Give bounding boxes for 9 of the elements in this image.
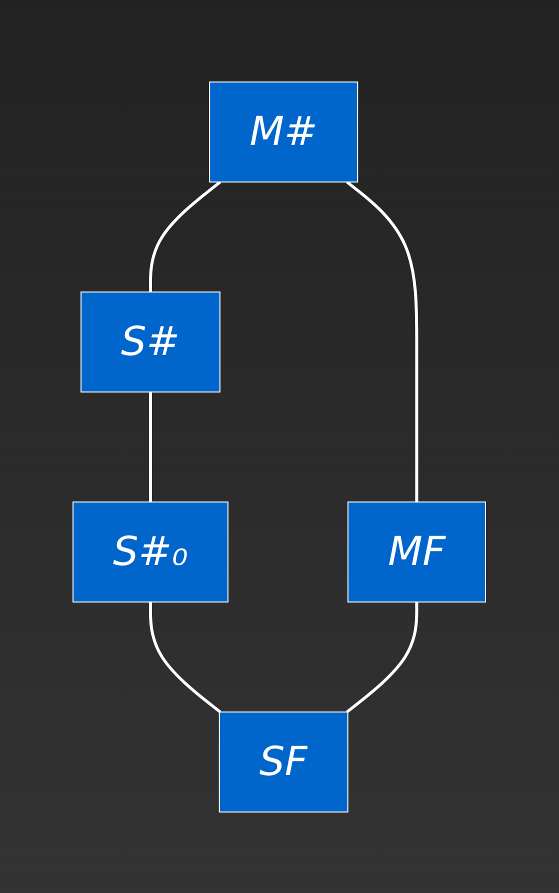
connector xyxy=(346,180,418,502)
node-box: S#₀ xyxy=(72,501,229,602)
node-box: S# xyxy=(80,291,221,392)
connector xyxy=(149,602,222,713)
connector xyxy=(346,602,418,713)
connector xyxy=(149,180,222,292)
node-box: M# xyxy=(209,81,358,182)
connector xyxy=(149,392,152,502)
node-box: SF xyxy=(219,711,349,812)
